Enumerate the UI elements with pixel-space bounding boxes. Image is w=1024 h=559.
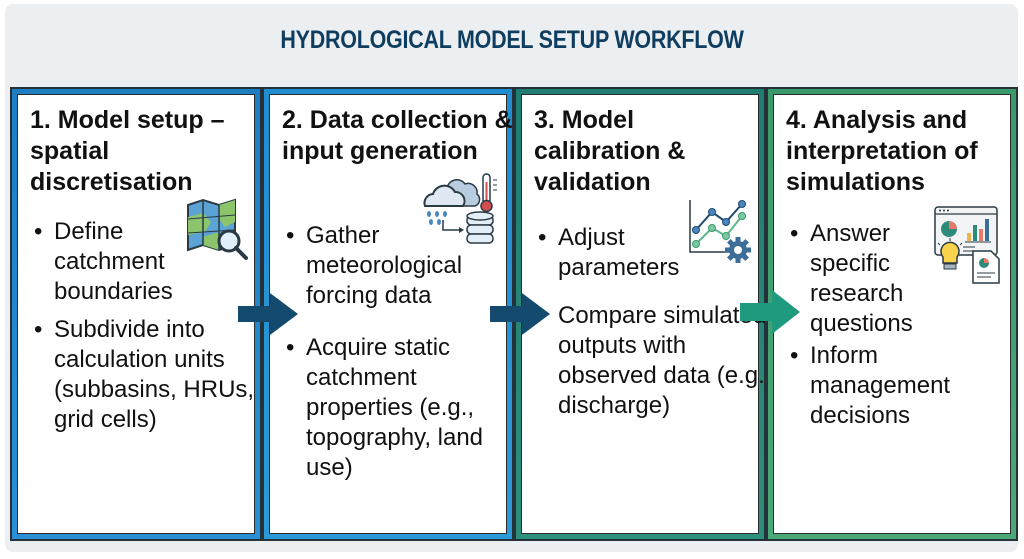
arrow-step2-to-step3-icon [490, 293, 550, 335]
step-1-bullets: •Define catchment boundaries •Subdivide … [30, 217, 254, 443]
bullet-dot: • [34, 316, 43, 343]
step-1-heading: 1. Model setup – spatial discretisation [30, 106, 225, 196]
step-4-bullets: •Answer specific research questions •Inf… [786, 219, 1006, 439]
list-item: •Answer specific research questions [790, 220, 913, 337]
list-item: •Adjust parameters [538, 224, 680, 281]
dashboard-report-icon [934, 206, 1000, 284]
list-item: •Acquire static catchment properties (e.… [286, 334, 484, 481]
step-2-card: 2. Data collection & input generation •G… [269, 94, 513, 534]
list-item: •Inform management decisions [790, 342, 951, 429]
arrow-step1-to-step2-icon [238, 293, 298, 335]
bullet-dot: • [286, 222, 295, 249]
bullet-dot: • [34, 218, 43, 245]
bullet-dot: • [538, 224, 547, 251]
step-4-heading: 4. Analysis and interpretation of simula… [786, 106, 978, 196]
chart-gear-icon [689, 200, 751, 263]
list-item: •Subdivide into calculation units (subba… [34, 316, 255, 433]
step-1-panel: 1. Model setup – spatial discretisation … [10, 87, 262, 541]
step-1-card: 1. Model setup – spatial discretisation … [17, 94, 255, 534]
arrow-step3-to-step4-icon [740, 290, 800, 334]
step-4-card: 4. Analysis and interpretation of simula… [773, 94, 1011, 534]
map-magnifier-icon [187, 198, 248, 260]
step-3-panel: 3. Model calibration & validation •Adjus… [514, 87, 771, 541]
step-3-card: 3. Model calibration & validation •Adjus… [521, 94, 771, 534]
bullet-dot: • [790, 220, 799, 247]
bullet-dot: • [790, 342, 799, 369]
list-item: •Gather meteorological forcing data [286, 222, 463, 309]
step-2-heading: 2. Data collection & input generation [282, 106, 513, 165]
diagram-title: HYDROLOGICAL MODEL SETUP WORKFLOW [280, 26, 744, 54]
step-4-panel: 4. Analysis and interpretation of simula… [766, 87, 1018, 541]
step-2-bullets: •Gather meteorological forcing data •Acq… [282, 221, 502, 491]
weather-database-icon [423, 173, 497, 244]
step-3-bullets: •Adjust parameters •Compare simulated ou… [534, 223, 771, 429]
bullet-dot: • [286, 334, 295, 361]
list-item: •Define catchment boundaries [34, 218, 173, 305]
step-3-heading: 3. Model calibration & validation [534, 106, 686, 196]
list-item: •Compare simulated outputs with observed… [534, 301, 773, 421]
